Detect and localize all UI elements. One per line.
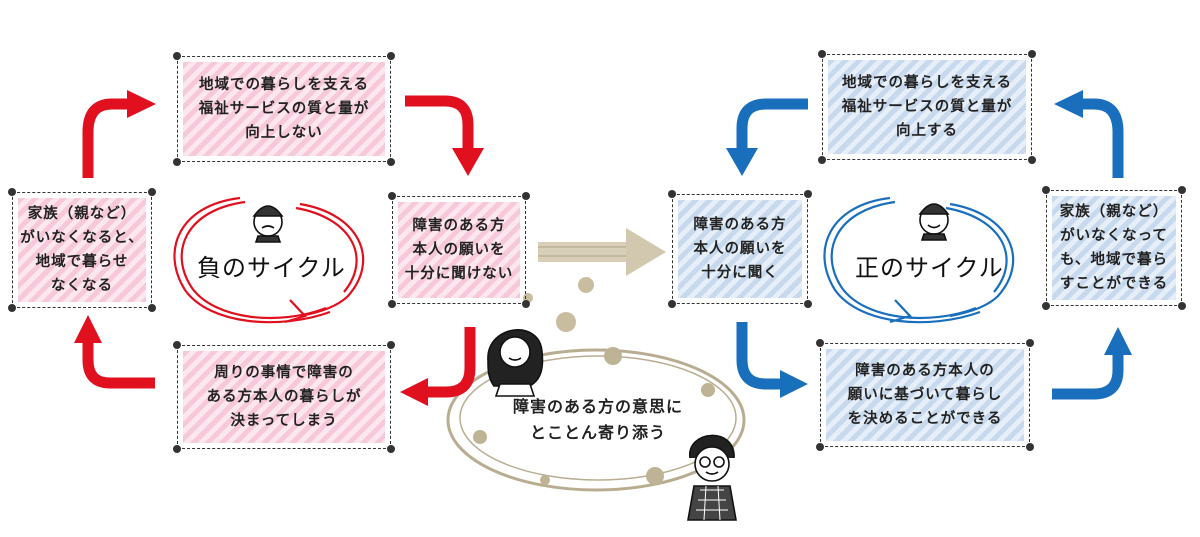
positive-cycle-swirl	[823, 196, 1015, 324]
center-message: 障害のある方の意思に とことん寄り添う	[512, 397, 683, 442]
neg-right-box: 障害のある方 本人の願いを 十分に聞けない	[388, 192, 530, 308]
thought-dots	[523, 277, 594, 332]
person-cap-icon-negative	[252, 205, 284, 243]
pos-left-box: 障害のある方 本人の願いを 十分に聞く	[668, 190, 812, 308]
positive-cycle-label: 正のサイクル	[855, 254, 1004, 282]
pos-bottom-box: 障害のある方本人の 願いに基づいて暮らし を決めることができる	[816, 339, 1034, 451]
person-cap-icon-positive	[918, 203, 950, 241]
negative-cycle-swirl	[173, 196, 365, 324]
pos-top-text: 地域での暮らしを支える 福祉サービスの質と量が 向上する	[841, 75, 1013, 139]
neg-top-text: 地域での暮らしを支える 福祉サービスの質と量が 向上しない	[198, 77, 370, 141]
neg-left-box: 家族（親など） がいなくなると、 地域で暮らせ なくなる	[8, 188, 156, 312]
neg-bottom-text: 周りの事情で障害の ある方本人の暮らしが 決まってしまう	[206, 365, 362, 429]
negative-arrows	[82, 95, 476, 398]
positive-arrows	[736, 98, 1124, 400]
pos-top-box: 地域での暮らしを支える 福祉サービスの質と量が 向上する	[818, 50, 1036, 164]
pos-right-box: 家族（親など） がいなくなって も、地域で暮ら すことができる	[1042, 186, 1186, 310]
neg-bottom-box: 周りの事情で障害の ある方本人の暮らしが 決まってしまう	[173, 341, 395, 453]
pos-right-text: 家族（親など） がいなくなって も、地域で暮ら すことができる	[1059, 204, 1169, 292]
neg-right-text: 障害のある方 本人の願いを 十分に聞けない	[404, 218, 514, 282]
neg-top-box: 地域での暮らしを支える 福祉サービスの質と量が 向上しない	[173, 52, 395, 166]
man-glasses-icon	[687, 434, 737, 521]
neg-left-text: 家族（親など） がいなくなると、 地域で暮らせ なくなる	[20, 206, 144, 294]
transition-arrow	[538, 228, 666, 276]
negative-cycle-label: 負のサイクル	[197, 254, 346, 282]
thought-cloud	[446, 348, 746, 492]
pos-bottom-text: 障害のある方本人の 願いに基づいて暮らし を決めることができる	[847, 363, 1003, 427]
woman-icon	[487, 329, 544, 397]
pos-left-text: 障害のある方 本人の願いを 十分に聞く	[693, 217, 787, 281]
